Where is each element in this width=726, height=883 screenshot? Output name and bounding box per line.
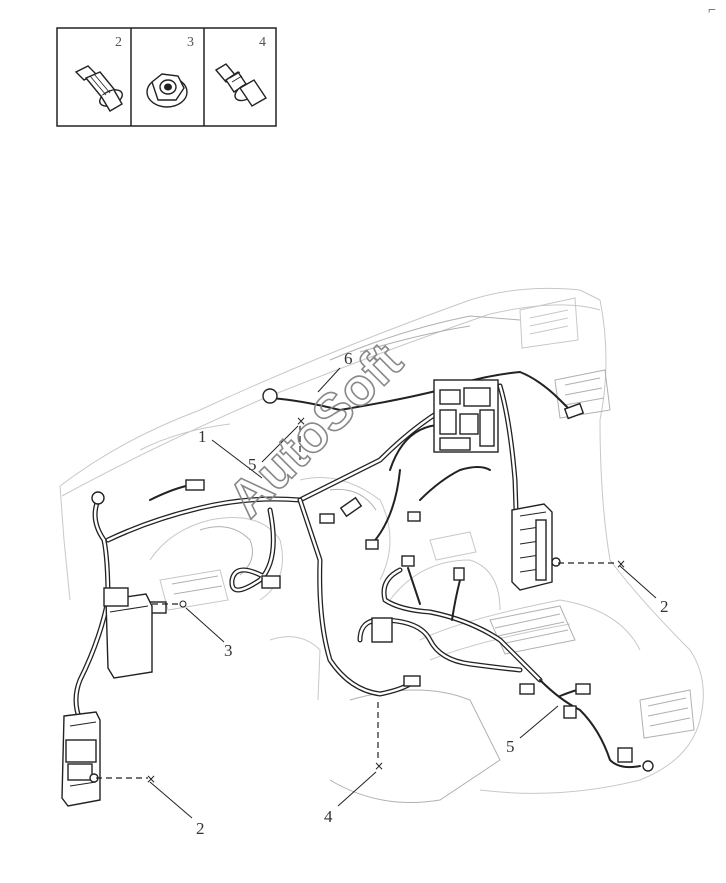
svg-text:×: ×	[374, 759, 384, 773]
flange-bolt-icon	[74, 65, 123, 112]
inset-number-2: 2	[115, 35, 122, 50]
callout-3: 3	[224, 641, 233, 660]
instrument-panel-harness	[61, 370, 654, 807]
svg-text:×: ×	[296, 414, 306, 428]
dashboard-outline	[59, 287, 704, 803]
inset-number-3: 3	[187, 35, 194, 50]
callout-6: 6	[344, 349, 353, 368]
leader-lines	[149, 367, 657, 819]
flange-nut-icon	[146, 73, 188, 108]
callout-4: 4	[324, 807, 333, 826]
fastener-markers: × × × ×	[96, 414, 626, 786]
callout-2-left: 2	[196, 819, 205, 838]
inset-number-4: 4	[259, 35, 266, 50]
right-junction-box	[511, 503, 561, 591]
callout-5-bottom: 5	[506, 737, 515, 756]
svg-text:×: ×	[616, 557, 626, 571]
stud-bolt-icon	[214, 63, 267, 107]
svg-text:×: ×	[146, 772, 156, 786]
corner-mark: ⌐	[708, 3, 716, 18]
left-fuse-box	[61, 711, 101, 807]
callout-1: 1	[198, 427, 207, 446]
watermark-text: AutoSoft	[217, 332, 413, 528]
left-control-module	[103, 587, 153, 679]
callout-2-right: 2	[660, 597, 669, 616]
fastener-inset-table: 2 3 4	[56, 27, 277, 127]
callout-5-top: 5	[248, 455, 257, 474]
central-connector-block	[433, 379, 499, 453]
